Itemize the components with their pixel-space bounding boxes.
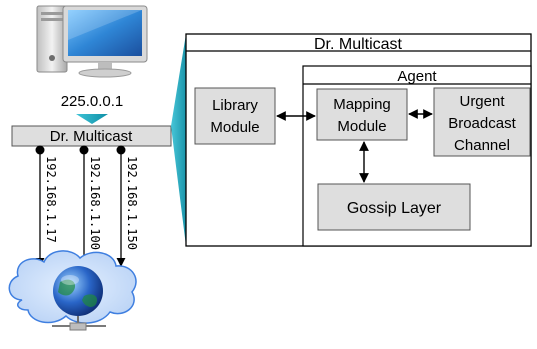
library-module-line2: Module <box>210 119 259 136</box>
library-module-box <box>194 87 276 145</box>
down-arrow-icon <box>76 114 108 124</box>
mapping-module-box <box>316 88 408 141</box>
gossip-layer-label: Gossip Layer <box>347 200 442 217</box>
dr-multicast-title: Dr. Multicast <box>314 36 403 53</box>
desktop-computer-icon <box>36 5 148 78</box>
gossip-layer-box <box>317 183 471 231</box>
library-module-line1: Library <box>212 97 258 114</box>
urgent-channel-line3: Channel <box>454 137 510 154</box>
mapping-module-line1: Mapping <box>333 96 391 113</box>
network-cloud-globe-icon <box>8 250 137 331</box>
link-150: 192.168.1.150 <box>116 145 139 267</box>
dr-multicast-box <box>11 125 172 147</box>
link-ip-label-17: 192.168.1.17 <box>44 156 58 243</box>
dr-multicast-left-label: Dr. Multicast <box>50 128 133 145</box>
link-17: 192.168.1.17 <box>35 145 58 267</box>
zoom-callout <box>171 34 186 246</box>
link-100: 192.168.1.100 <box>79 145 102 267</box>
urgent-channel-line2: Broadcast <box>448 115 516 132</box>
urgent-channel-line1: Urgent <box>459 93 505 110</box>
host-ip-label: 225.0.0.1 <box>61 93 124 110</box>
urgent-broadcast-channel-box <box>433 87 531 157</box>
link-ip-label-150: 192.168.1.150 <box>125 156 139 250</box>
mapping-module-line2: Module <box>337 118 386 135</box>
agent-title: Agent <box>397 68 437 85</box>
link-ip-label-100: 192.168.1.100 <box>88 156 102 250</box>
